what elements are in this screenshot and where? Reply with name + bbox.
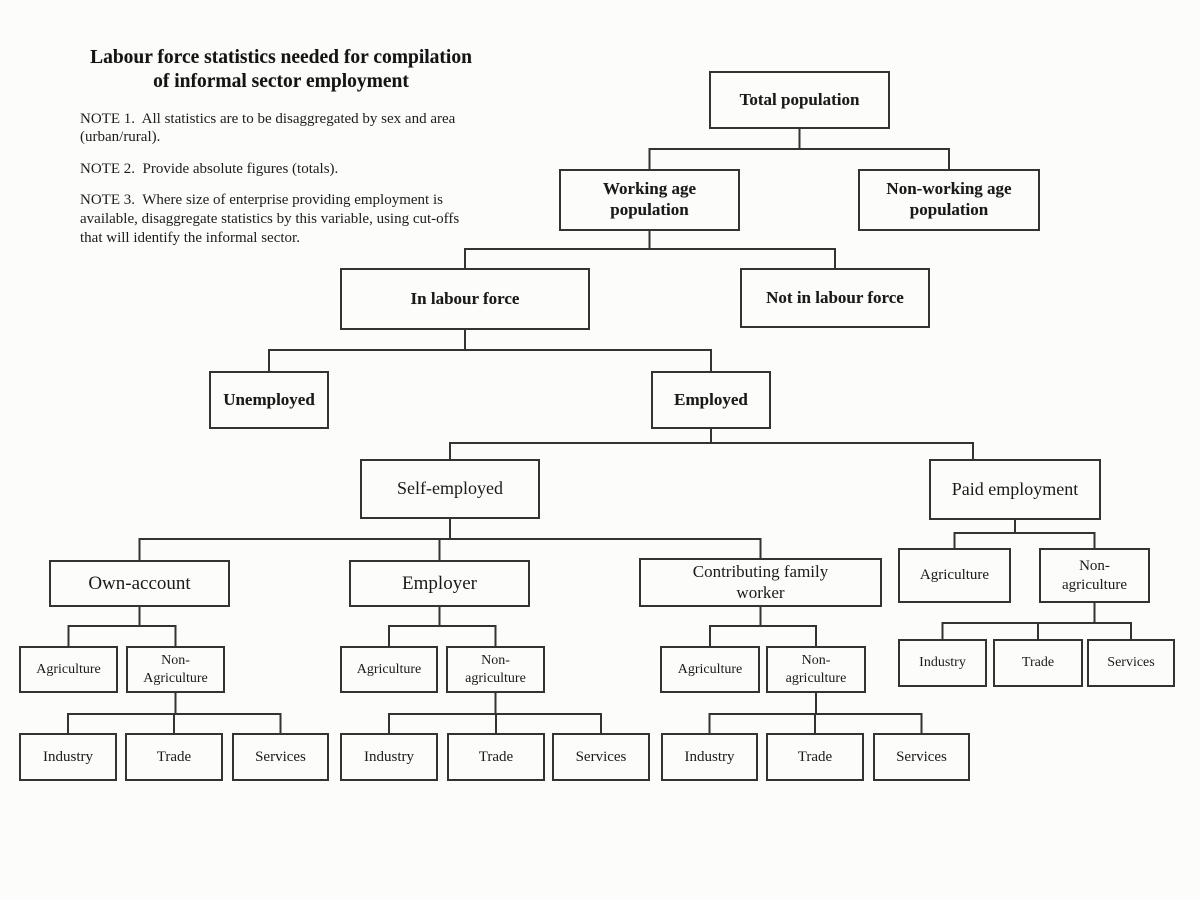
node-pe-non-agriculture: Non- agriculture bbox=[1039, 548, 1150, 603]
node-self-employed: Self-employed bbox=[360, 459, 540, 519]
connector-contributing-family-worker bbox=[709, 606, 817, 647]
node-employer: Employer bbox=[349, 560, 530, 607]
node-oa-agriculture: Agriculture bbox=[19, 646, 118, 693]
node-contributing-family-worker: Contributing family worker bbox=[639, 558, 882, 607]
node-oa-services: Services bbox=[232, 733, 329, 781]
node-non-working-age-population: Non-working age population bbox=[858, 169, 1040, 231]
node-pe-trade: Trade bbox=[993, 639, 1083, 687]
node-pe-services: Services bbox=[1087, 639, 1175, 687]
connector-self-employed bbox=[138, 518, 762, 561]
connector-working-age-population bbox=[464, 230, 836, 269]
node-em-non-agriculture: Non- agriculture bbox=[446, 646, 545, 693]
node-pe-industry: Industry bbox=[898, 639, 987, 687]
node-in-labour-force: In labour force bbox=[340, 268, 590, 330]
connector-own-account bbox=[67, 606, 177, 647]
node-em-industry: Industry bbox=[340, 733, 438, 781]
note-1: NOTE 1. All statistics are to be disaggr… bbox=[80, 110, 456, 146]
node-total-population: Total population bbox=[709, 71, 890, 129]
connector-oa-non-agriculture bbox=[67, 692, 282, 734]
connector-cf-non-agriculture bbox=[708, 692, 923, 734]
node-em-services: Services bbox=[552, 733, 650, 781]
node-em-trade: Trade bbox=[447, 733, 545, 781]
connector-employer bbox=[388, 606, 497, 647]
node-em-agriculture: Agriculture bbox=[340, 646, 438, 693]
node-own-account: Own-account bbox=[49, 560, 230, 607]
node-working-age-population: Working age population bbox=[559, 169, 740, 231]
connector-paid-employment bbox=[953, 519, 1096, 549]
connector-employed bbox=[449, 428, 974, 460]
node-not-in-labour-force: Not in labour force bbox=[740, 268, 930, 328]
notes-block: NOTE 1. All statistics are to be disaggr… bbox=[80, 110, 520, 248]
slide-header: Labour force statistics needed for compi… bbox=[80, 46, 520, 260]
connector-em-non-agriculture bbox=[388, 692, 602, 734]
note-3: NOTE 3. Where size of enterprise providi… bbox=[80, 192, 460, 246]
node-oa-trade: Trade bbox=[125, 733, 223, 781]
node-oa-industry: Industry bbox=[19, 733, 117, 781]
node-pe-agriculture: Agriculture bbox=[898, 548, 1011, 603]
node-oa-non-agriculture: Non- Agriculture bbox=[126, 646, 225, 693]
node-cf-agriculture: Agriculture bbox=[660, 646, 760, 693]
node-cf-industry: Industry bbox=[661, 733, 758, 781]
node-paid-employment: Paid employment bbox=[929, 459, 1101, 520]
connector-total-population bbox=[648, 128, 950, 170]
node-cf-services: Services bbox=[873, 733, 970, 781]
node-cf-non-agriculture: Non- agriculture bbox=[766, 646, 866, 693]
node-cf-trade: Trade bbox=[766, 733, 864, 781]
connector-pe-non-agriculture bbox=[941, 602, 1132, 640]
node-unemployed: Unemployed bbox=[209, 371, 329, 429]
note-2: NOTE 2. Provide absolute figures (totals… bbox=[80, 160, 339, 177]
slide-title: Labour force statistics needed for compi… bbox=[90, 47, 472, 92]
connector-in-labour-force bbox=[268, 329, 712, 372]
node-employed: Employed bbox=[651, 371, 771, 429]
